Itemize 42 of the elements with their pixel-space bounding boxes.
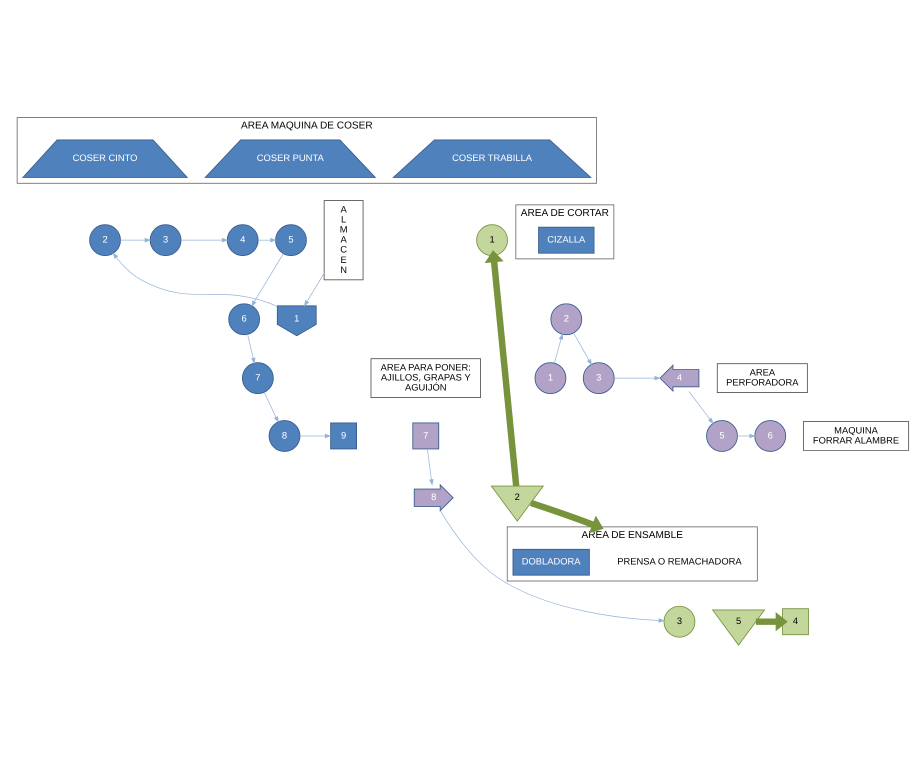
node-circle: 1 [534,362,566,394]
arrow [756,612,788,632]
node-text: PRENSA O REMACHADORA [617,556,742,567]
node-box: MAQUINA FORRAR ALAMBRE [802,421,910,451]
arrow [112,252,278,307]
node-box: DOBLADORA [512,548,590,576]
arrow [300,434,332,438]
arrow [264,392,279,423]
node-circle: 5 [706,420,738,452]
node-box: CIZALLA [538,226,594,254]
node-circle: 7 [242,362,274,394]
node-box: ALMACEN [324,200,364,280]
node-circle: 2 [89,224,121,256]
node-circle: 1 [476,224,508,256]
node-circle: 3 [150,224,182,256]
node-box: 7 [412,422,440,450]
arrow [304,272,324,307]
arrow [573,332,592,366]
arrow [180,238,228,242]
arrow [120,238,152,242]
arrow [427,448,434,486]
node-circle: 5 [275,224,307,256]
node-circle: 3 [664,606,696,638]
node-box: AREA PERFORADORA [716,363,808,393]
node-circle: 8 [268,420,300,452]
node-circle: 2 [550,303,582,336]
arrow [251,253,284,307]
arrow [440,510,666,623]
arrow [688,391,714,424]
node-circle: 4 [226,224,259,256]
node-box: 9 [330,422,358,450]
node-circle: 6 [754,420,786,452]
arrow [247,334,256,364]
arrow [614,376,661,380]
node-circle: 3 [582,362,615,394]
arrow [737,434,756,438]
node-box: AREA PARA PONER: AJILLOS, GRAPAS Y AGUIJÓN [370,358,481,398]
arrow [554,333,564,364]
arrow [484,250,520,486]
node-circle: 6 [228,303,260,336]
node-box: 4 [782,608,809,636]
arrow [258,238,277,242]
